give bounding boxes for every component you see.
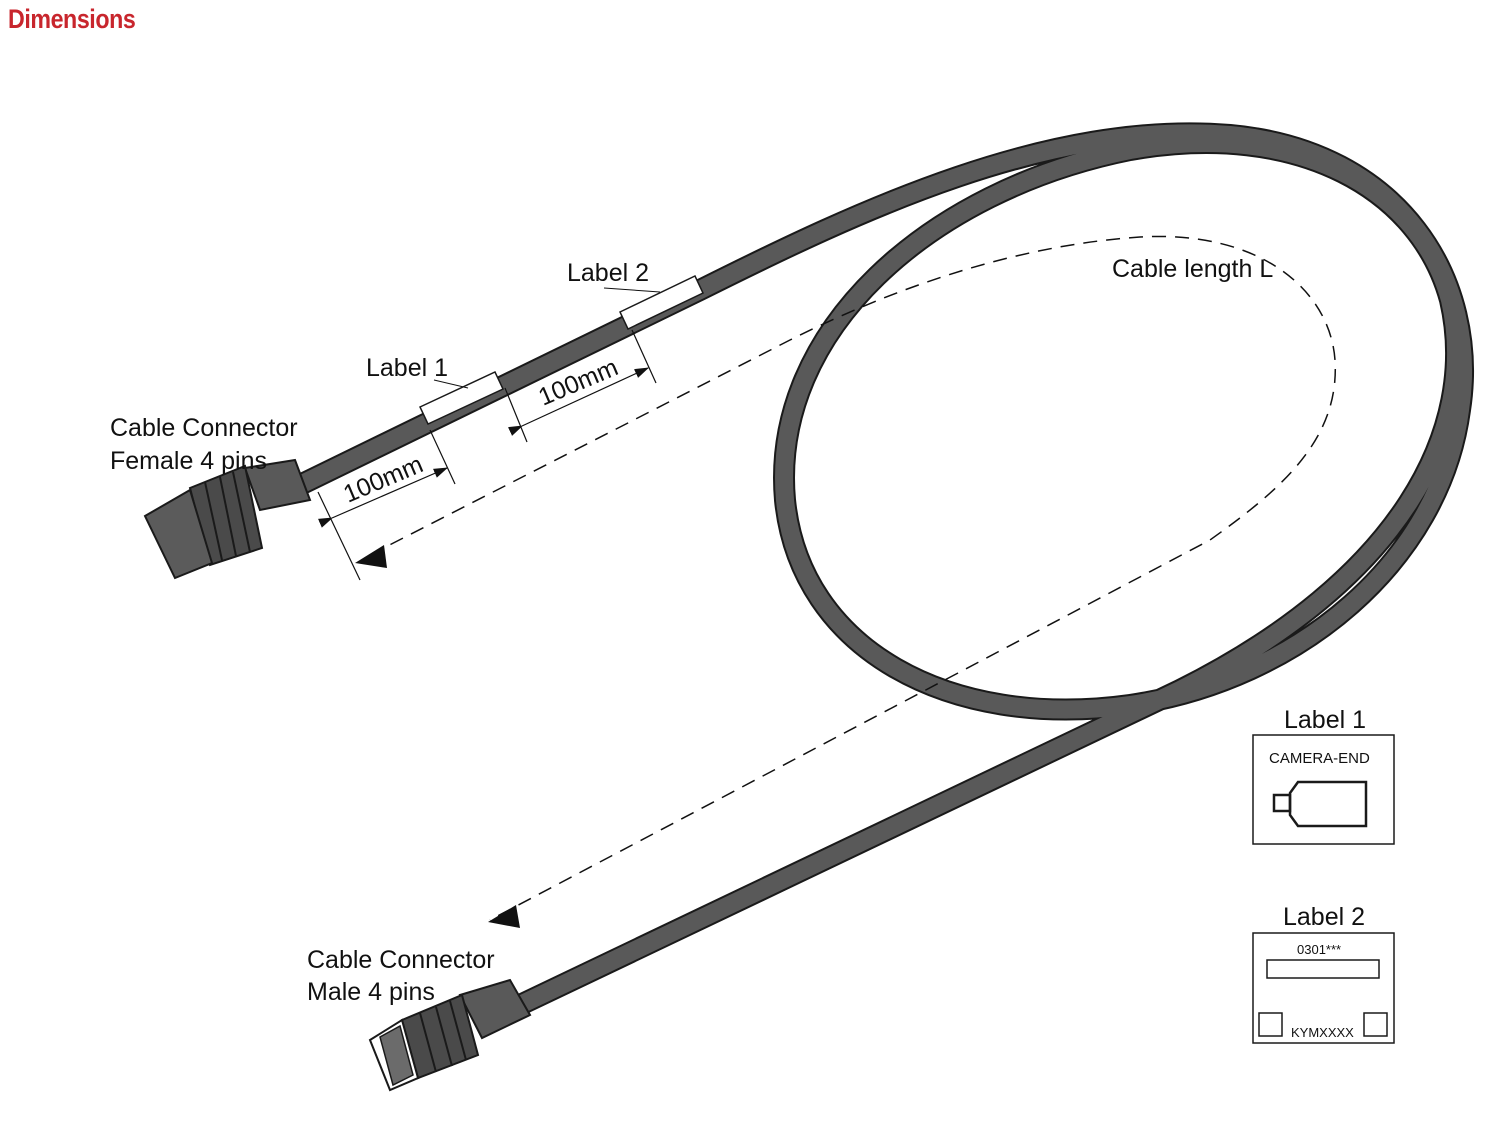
label-1-leader xyxy=(433,379,469,389)
label-1-callout: Label 1 xyxy=(366,354,448,382)
label-1-legend: Label 1 CAMERA-END xyxy=(1252,706,1395,845)
cable-length-callout: Cable length L xyxy=(1112,255,1273,283)
checkbox-right xyxy=(1363,1012,1388,1037)
label-band-2 xyxy=(619,274,704,331)
cable-length-dashed-line xyxy=(355,235,1336,928)
female-connector-label-line1: Cable Connector xyxy=(110,414,298,442)
dimension-100mm-1 xyxy=(317,429,456,581)
cable xyxy=(289,122,1474,1016)
serial-text: KYMXXXX xyxy=(1291,1025,1354,1040)
arrow-head-female xyxy=(355,545,387,568)
page-title: Dimensions xyxy=(8,4,136,34)
label-2-callout: Label 2 xyxy=(567,259,649,287)
female-connector-label-line2: Female 4 pins xyxy=(110,447,267,475)
male-connector-label-line1: Cable Connector xyxy=(307,946,495,974)
label-band-1 xyxy=(419,371,504,425)
camera-end-text: CAMERA-END xyxy=(1269,750,1370,767)
arrow-head-male xyxy=(488,905,520,928)
male-connector xyxy=(368,978,532,1092)
dimension-100mm-2 xyxy=(504,329,657,443)
label-1-legend-title: Label 1 xyxy=(1284,706,1366,734)
label-2-legend: Label 2 0301*** KYMXXXX xyxy=(1252,903,1395,1044)
label-2-code: 0301*** xyxy=(1297,942,1341,957)
label-2-legend-title: Label 2 xyxy=(1283,903,1365,931)
checkbox-left xyxy=(1258,1012,1283,1037)
male-connector-label-line2: Male 4 pins xyxy=(307,978,435,1006)
label-2-leader xyxy=(603,287,661,293)
female-connector xyxy=(143,458,312,580)
barcode-field xyxy=(1266,959,1380,979)
camera-icon xyxy=(1272,780,1368,828)
